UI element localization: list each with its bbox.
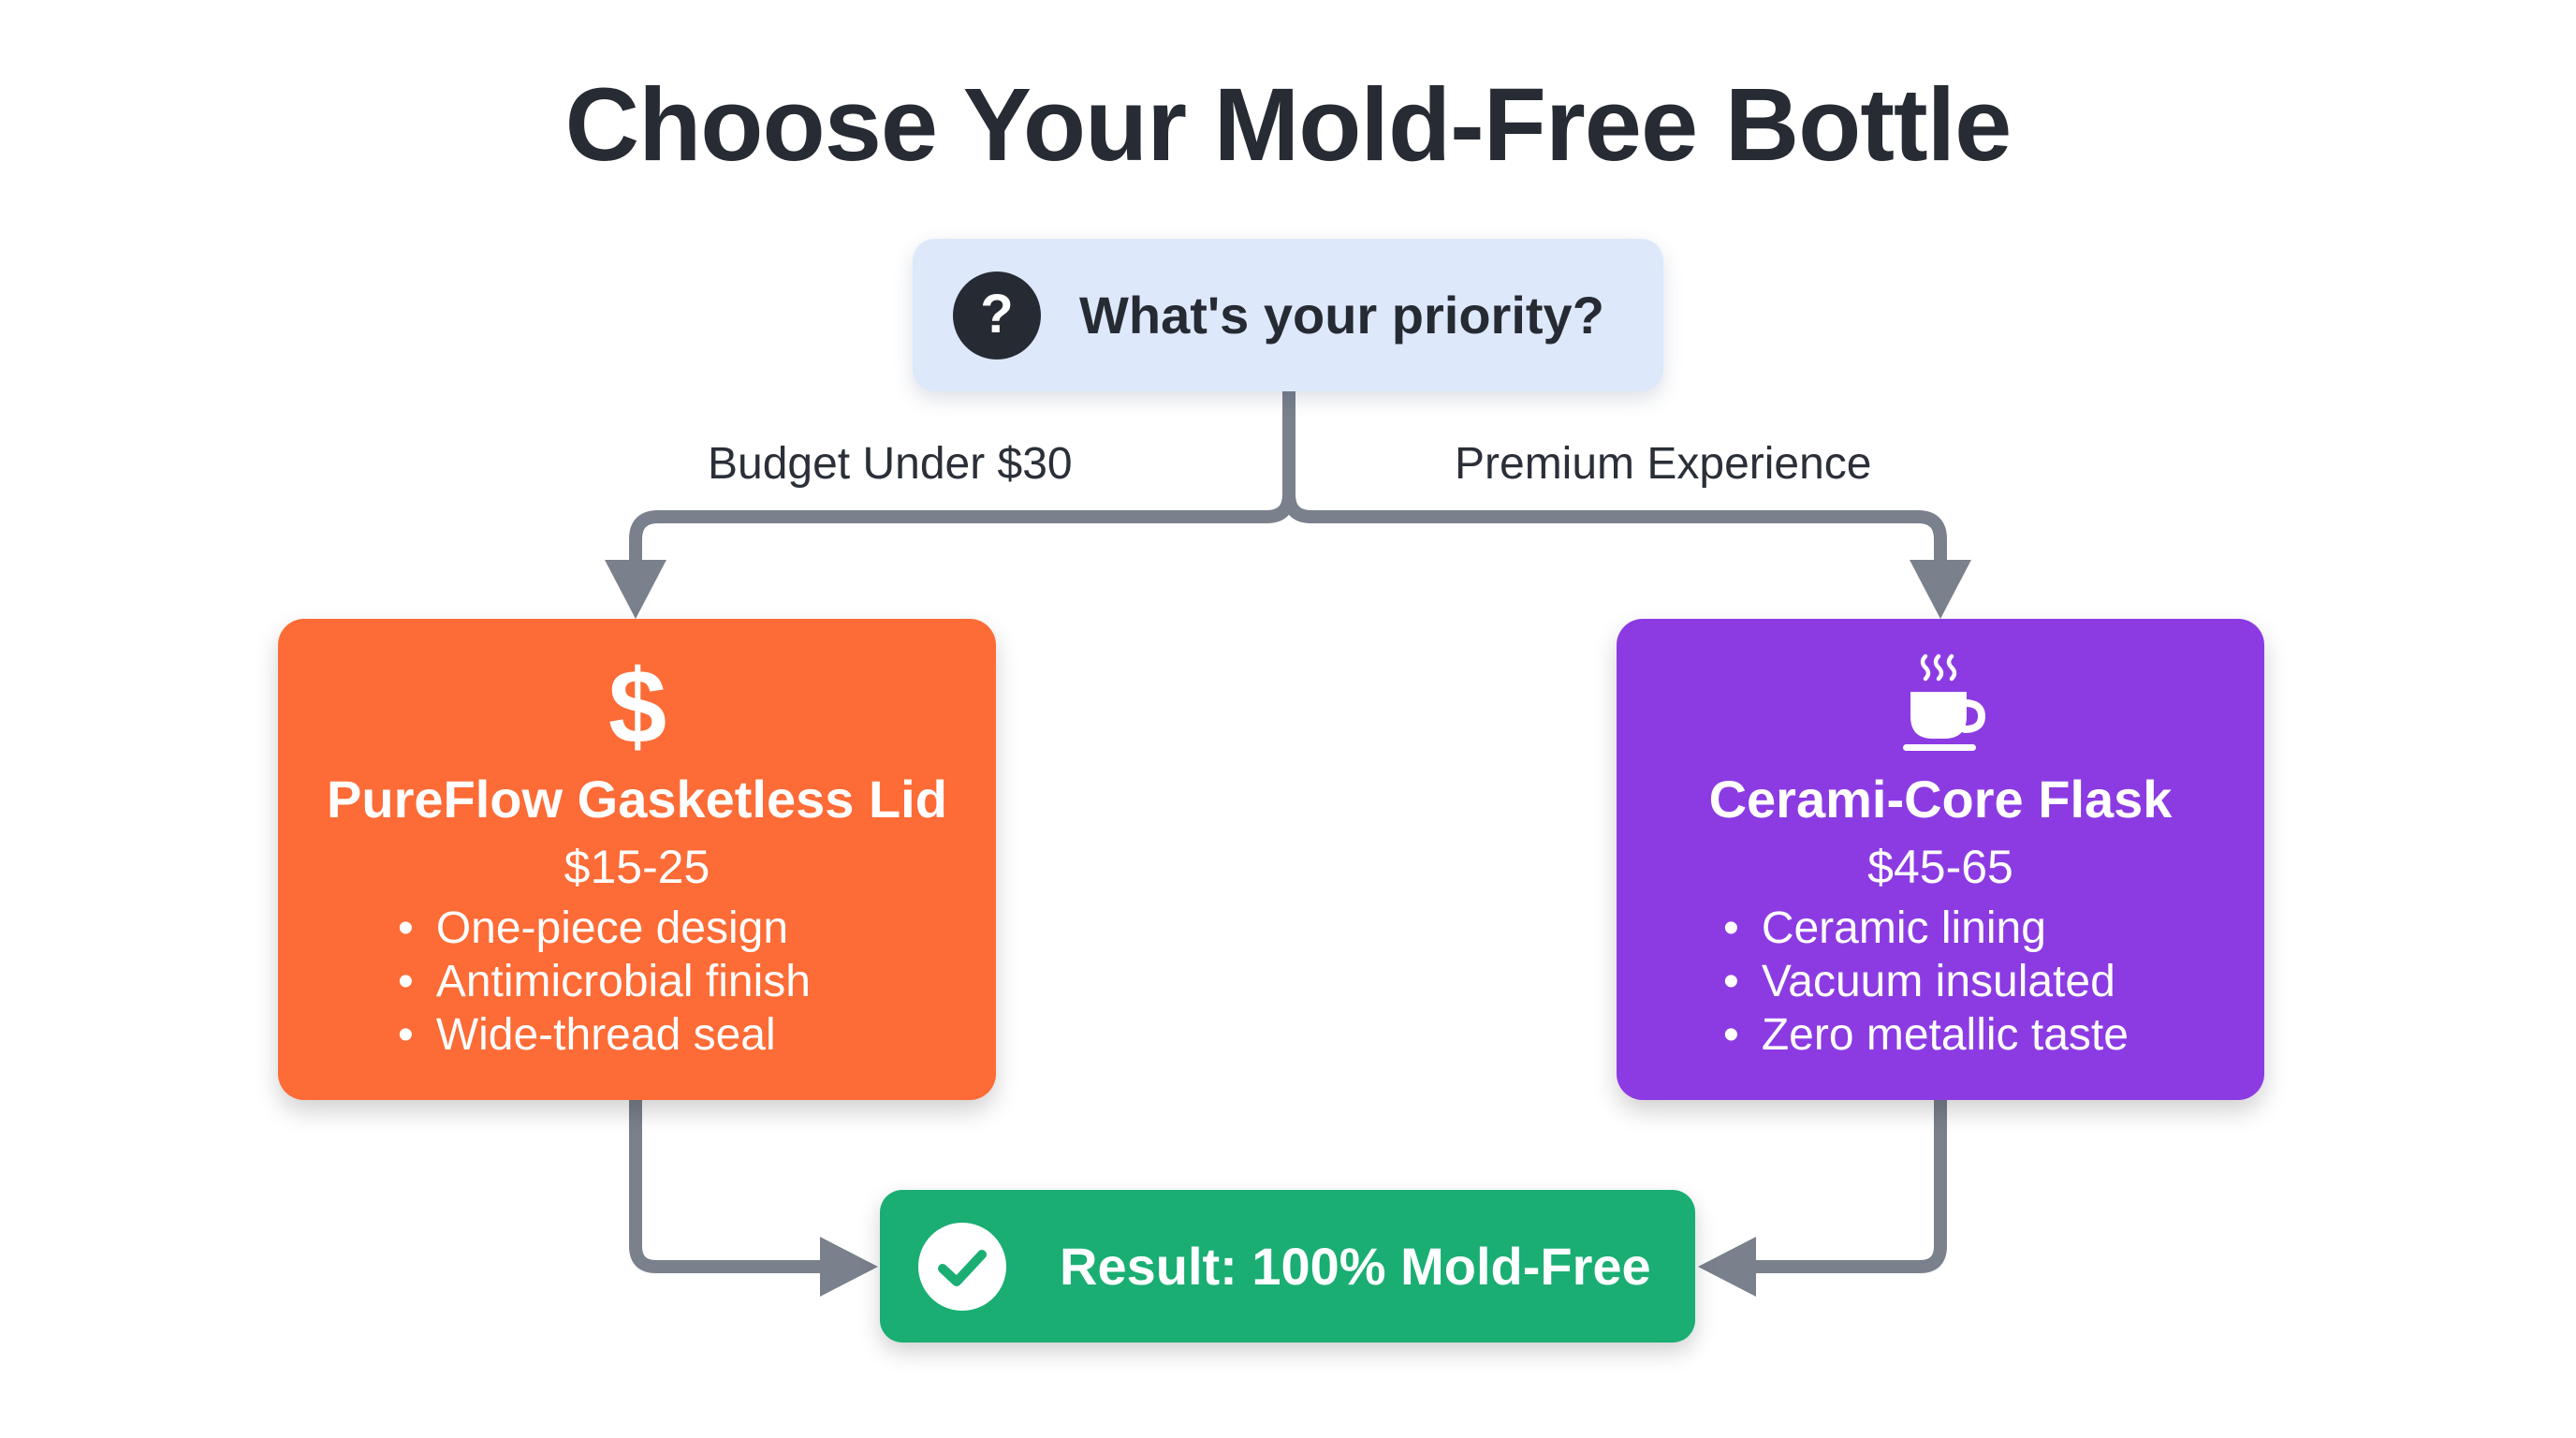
feature-item: Antimicrobial finish xyxy=(398,955,811,1008)
question-text: What's your priority? xyxy=(1079,286,1604,345)
feature-item: One-piece design xyxy=(398,902,811,955)
page-title: Choose Your Mold-Free Bottle xyxy=(564,67,2012,183)
feature-item: Wide-thread seal xyxy=(398,1008,811,1062)
feature-item: Vacuum insulated xyxy=(1723,955,2129,1008)
feature-item: Zero metallic taste xyxy=(1723,1008,2129,1062)
feature-item: Ceramic lining xyxy=(1723,902,2129,955)
arrowhead-left-card xyxy=(605,560,666,619)
result-node: Result: 100% Mold-Free xyxy=(880,1190,1695,1343)
option-card-cerami-core: Cerami-Core Flask $45-65 Ceramic lining … xyxy=(1617,619,2264,1100)
svg-text:$: $ xyxy=(607,651,666,756)
connector-right-to-result xyxy=(1750,1100,1947,1273)
feature-list: Ceramic lining Vacuum insulated Zero met… xyxy=(1723,902,2129,1062)
option-name: PureFlow Gasketless Lid xyxy=(327,770,947,829)
arrowhead-result-left xyxy=(820,1237,878,1297)
branch-label-premium: Premium Experience xyxy=(1455,439,1872,489)
check-circle-icon xyxy=(918,1222,1006,1311)
result-text: Result: 100% Mold-Free xyxy=(1060,1237,1651,1296)
svg-text:?: ? xyxy=(980,284,1013,345)
option-name: Cerami-Core Flask xyxy=(1708,770,2173,829)
question-circle-icon: ? xyxy=(953,271,1041,360)
connector-left-to-result xyxy=(629,1100,826,1273)
option-price: $45-65 xyxy=(1867,841,2013,893)
option-price: $15-25 xyxy=(564,841,710,893)
branch-label-budget: Budget Under $30 xyxy=(708,439,1073,489)
arrowhead-result-right xyxy=(1698,1237,1756,1297)
feature-list: One-piece design Antimicrobial finish Wi… xyxy=(398,902,811,1062)
arrowhead-right-card xyxy=(1910,560,1971,619)
connector-question-to-right xyxy=(1282,493,1947,571)
option-card-pureflow: $ PureFlow Gasketless Lid $15-25 One-pie… xyxy=(278,619,996,1100)
priority-question-node: ? What's your priority? xyxy=(913,239,1663,391)
dollar-sign-icon: $ xyxy=(607,651,666,756)
hot-cup-icon xyxy=(1903,653,1986,751)
